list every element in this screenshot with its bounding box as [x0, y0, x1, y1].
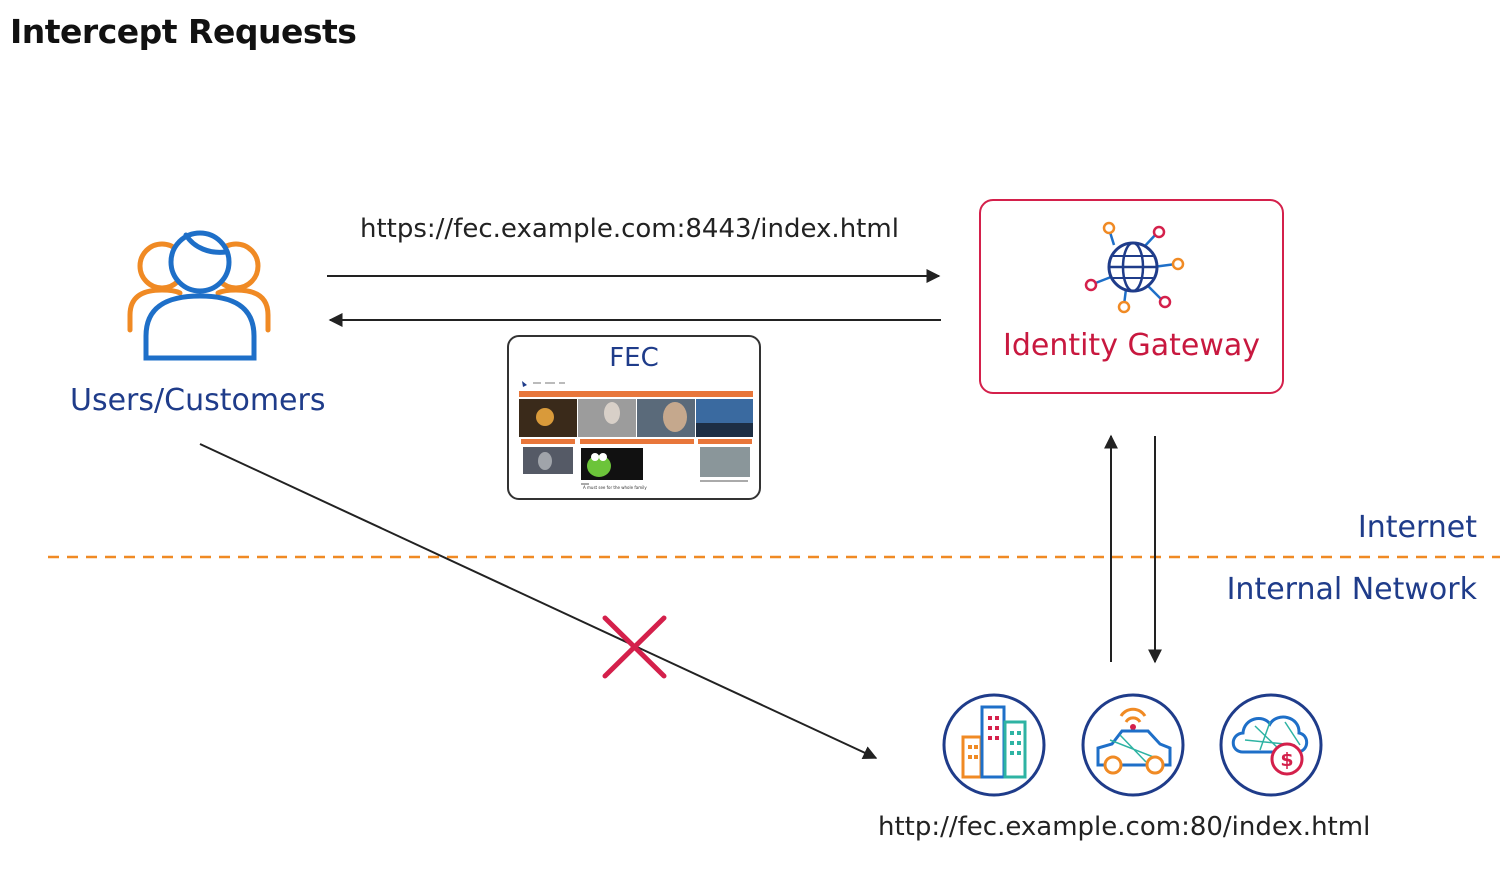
identity-gateway-node: Identity Gateway [979, 199, 1284, 394]
connected-car-icon [1081, 693, 1185, 797]
users-group-icon [127, 230, 271, 361]
internet-zone-label: Internet [1357, 510, 1477, 545]
fec-thumbnail-caption: A must see for the whole family [583, 485, 647, 490]
globe-network-icon [1084, 221, 1185, 314]
blocked-x-icon [602, 615, 667, 679]
backend-url-label: http://fec.example.com:80/index.html [878, 812, 1371, 842]
cloud-payment-icon: $ [1219, 693, 1323, 797]
buildings-icon [942, 693, 1046, 797]
internal-network-label: Internal Network [1226, 572, 1477, 607]
request-url-label: https://fec.example.com:8443/index.html [360, 214, 899, 244]
svg-text:$: $ [1280, 749, 1293, 771]
direct-access-arrow [199, 443, 878, 760]
fec-title: FEC [609, 343, 659, 373]
identity-gateway-label: Identity Gateway [1002, 328, 1261, 363]
page-title: Intercept Requests [10, 12, 357, 51]
fec-website-thumbnail: A must see for the whole family [519, 381, 753, 490]
fec-preview-card: FEC A must see for the whole family [507, 335, 761, 500]
users-label: Users/Customers [70, 383, 326, 418]
